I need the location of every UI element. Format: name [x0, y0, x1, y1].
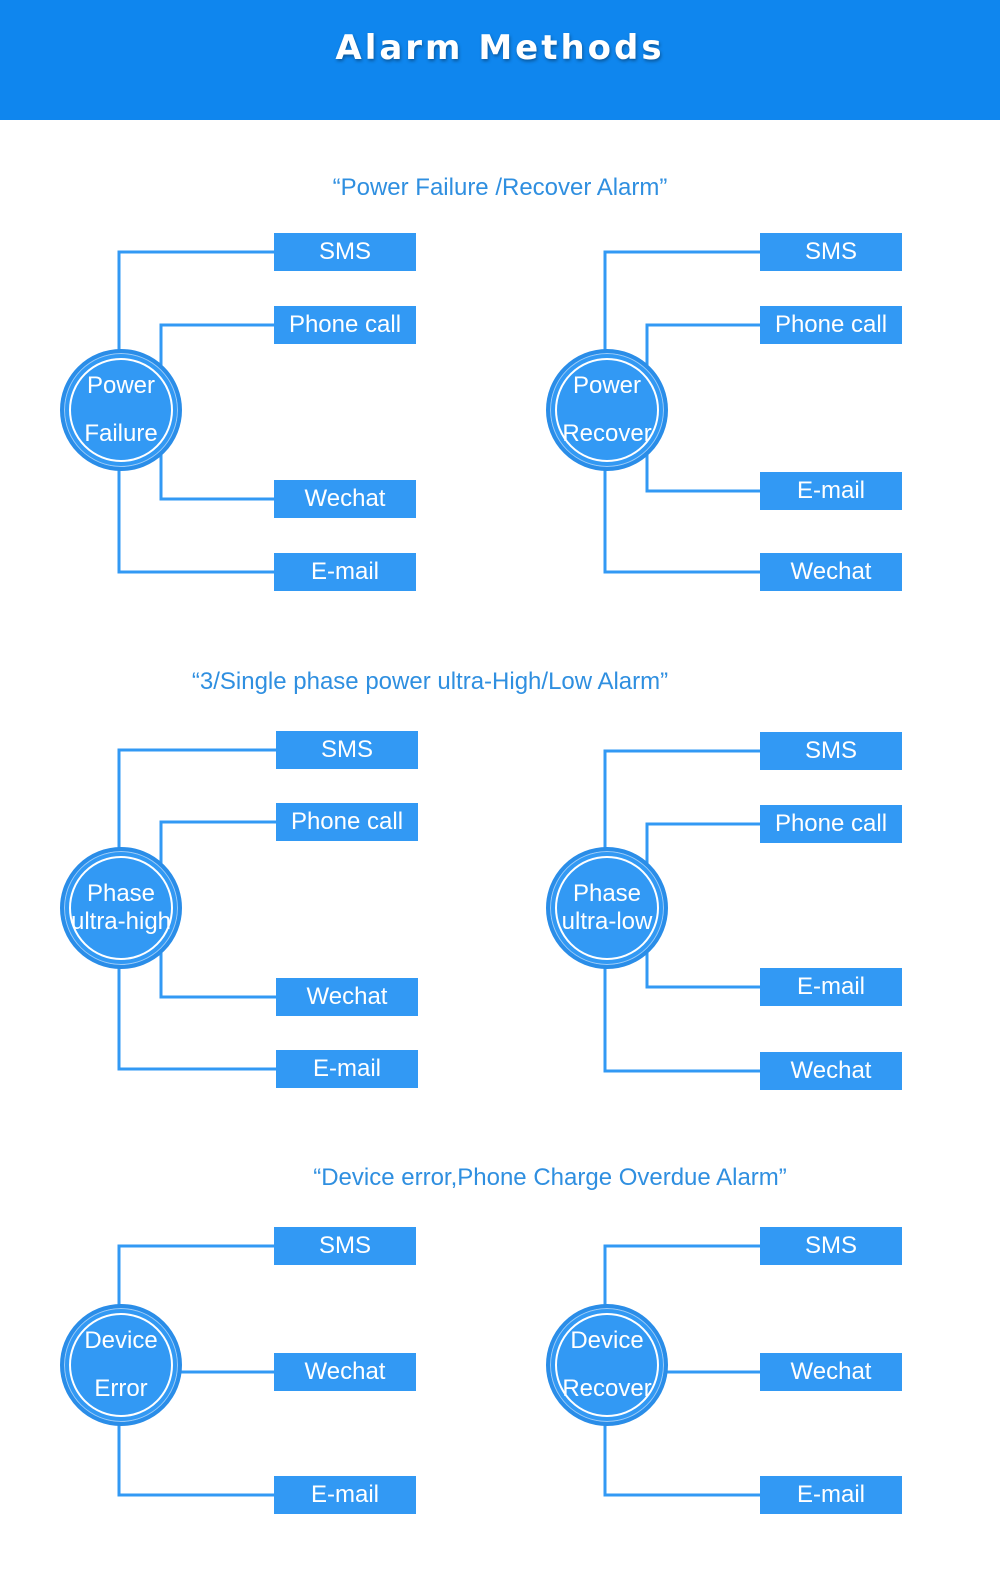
channel-box-phone-call: Phone call: [760, 805, 902, 843]
alarm-type-label: Phase: [86, 880, 156, 907]
connector-line: [645, 450, 760, 493]
alarm-type-label: ultra-high: [70, 908, 172, 935]
channel-box-sms: SMS: [760, 732, 902, 770]
circle-ring: [555, 1313, 659, 1417]
alarm-type-label: Power: [572, 372, 642, 399]
alarm-type-label: ultra-low: [561, 908, 653, 935]
header-banner: Alarm Methods: [0, 0, 1000, 120]
alarm-type-label: Recover: [562, 1375, 652, 1402]
section-title-power: “Power Failure /Recover Alarm”: [332, 174, 668, 201]
channel-box-phone-call: Phone call: [276, 803, 418, 841]
connector-line: [645, 822, 760, 868]
channel-box-sms: SMS: [760, 233, 902, 271]
channel-box-wechat: Wechat: [760, 1353, 902, 1391]
channel-box-wechat: Wechat: [274, 1353, 416, 1391]
section-title-phase: “3/Single phase power ultra-High/Low Ala…: [191, 668, 669, 695]
connector-line: [159, 323, 274, 370]
channel-box-wechat: Wechat: [274, 480, 416, 518]
channel-box-e-mail: E-mail: [274, 553, 416, 591]
channel-box-e-mail: E-mail: [760, 968, 902, 1006]
alarm-type-label: Phase: [572, 880, 642, 907]
connector-line: [645, 323, 760, 370]
channel-box-e-mail: E-mail: [760, 1476, 902, 1514]
circle-ring: [69, 1313, 173, 1417]
channel-box-e-mail: E-mail: [760, 472, 902, 510]
connector-line: [159, 948, 276, 999]
channel-box-sms: SMS: [276, 731, 418, 769]
alarm-type-label: Power: [86, 372, 156, 399]
connector-line: [645, 948, 760, 989]
alarm-type-label: Device: [84, 1327, 158, 1354]
alarm-type-label: Failure: [84, 420, 158, 447]
alarm-type-label: Recover: [562, 420, 652, 447]
channel-box-wechat: Wechat: [760, 1052, 902, 1090]
channel-box-wechat: Wechat: [276, 978, 418, 1016]
channel-box-e-mail: E-mail: [276, 1050, 418, 1088]
channel-box-phone-call: Phone call: [760, 306, 902, 344]
channel-box-sms: SMS: [274, 233, 416, 271]
channel-box-phone-call: Phone call: [274, 306, 416, 344]
section-title-device: “Device error,Phone Charge Overdue Alarm…: [313, 1164, 787, 1191]
channel-box-sms: SMS: [274, 1227, 416, 1265]
alarm-type-label: Error: [94, 1375, 148, 1402]
channel-box-sms: SMS: [760, 1227, 902, 1265]
circle-ring: [69, 358, 173, 462]
connector-line: [159, 820, 276, 868]
channel-box-wechat: Wechat: [760, 553, 902, 591]
alarm-type-label: Device: [570, 1327, 644, 1354]
circle-ring: [555, 358, 659, 462]
page-title: Alarm Methods: [335, 28, 665, 68]
circle-ring: [69, 856, 173, 960]
circle-ring: [555, 856, 659, 960]
channel-box-e-mail: E-mail: [274, 1476, 416, 1514]
connector-line: [159, 450, 274, 501]
